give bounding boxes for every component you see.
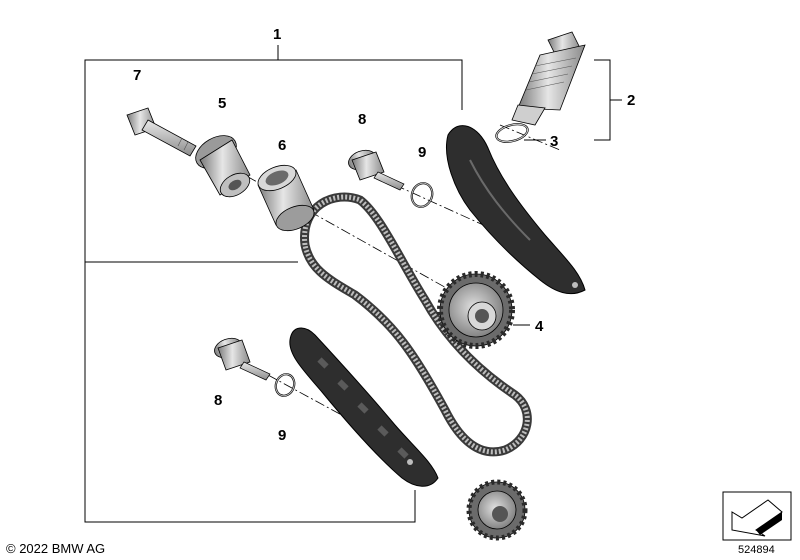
sealing-ring-part-3 [495,123,529,143]
callout-4: 4 [535,318,544,335]
callout-6: 6 [278,137,286,154]
timing-chain [300,192,532,457]
chain-tensioner-part-2 [511,31,586,126]
diagram-reference-number: 524894 [738,544,775,556]
sealing-ring-part-9-bottom [274,373,296,397]
callout-8-top: 8 [358,111,366,128]
callout-2: 2 [627,92,635,109]
callout-1: 1 [273,26,281,43]
callout-9-top: 9 [418,144,426,161]
copyright-notice: © 2022 BMW AG [6,541,106,556]
guide-rail [289,327,439,487]
sprocket-part-4 [437,271,515,349]
callout-3: 3 [550,133,558,150]
flanged-bushing-part-5 [195,135,251,198]
sealing-ring-part-9-top [410,182,434,208]
callout-7: 7 [133,67,141,84]
sleeve-part-6 [257,164,315,232]
bolt-part-7 [126,107,197,157]
crank-sprocket [466,479,528,541]
bolt-part-8-bottom [214,337,271,381]
view-direction-icon [722,491,792,541]
callout-9-bottom: 9 [278,427,286,444]
bracket-lines [84,45,622,523]
tensioner-rail [446,125,586,295]
callout-labels: 1 2 3 4 5 6 7 8 9 8 9 [133,26,635,444]
bolt-part-8-top [348,149,405,191]
callout-8-bottom: 8 [214,392,222,409]
callout-5: 5 [218,95,226,112]
